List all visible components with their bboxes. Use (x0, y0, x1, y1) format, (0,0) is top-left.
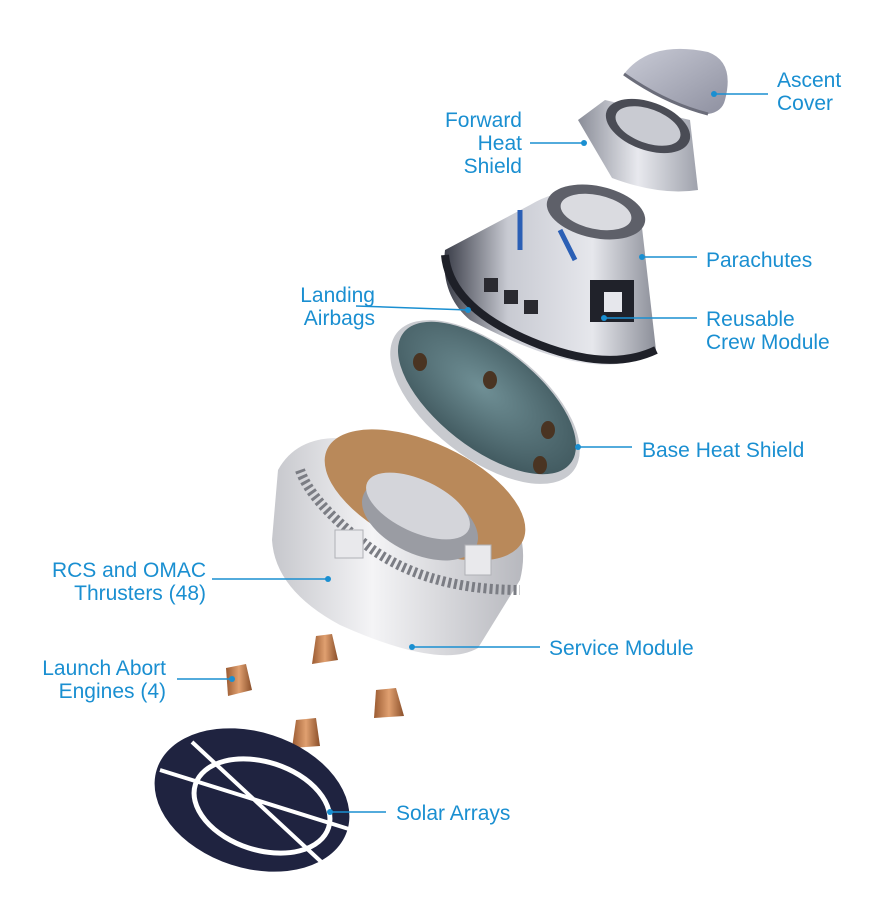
solar-array-shape (154, 728, 353, 872)
label-base-heat-shield: Base Heat Shield (642, 439, 805, 462)
crew-module-shape (441, 184, 658, 365)
label-solar-arrays: Solar Arrays (396, 802, 511, 825)
leader-dots (229, 91, 717, 815)
ascent-cover-shape (623, 48, 728, 116)
forward-heat-shield-shape (578, 98, 698, 192)
abort-engine-shape (226, 634, 404, 748)
leader-lines (177, 93, 768, 813)
base-heat-shield-shape (390, 320, 580, 484)
label-rcs-omac-thrusters: RCS and OMAC Thrusters (48) (51, 559, 206, 605)
label-launch-abort-engines: Launch Abort Engines (4) (42, 657, 166, 703)
service-module-shape (272, 429, 526, 656)
label-service-module: Service Module (549, 637, 694, 660)
label-forward-heat-shield: Forward Heat Shield (444, 109, 522, 178)
label-ascent-cover: Ascent Cover (777, 69, 842, 115)
label-reusable-crew-module: Reusable Crew Module (706, 308, 830, 354)
label-landing-airbags: Landing Airbags (300, 284, 375, 330)
label-parachutes: Parachutes (706, 249, 813, 272)
